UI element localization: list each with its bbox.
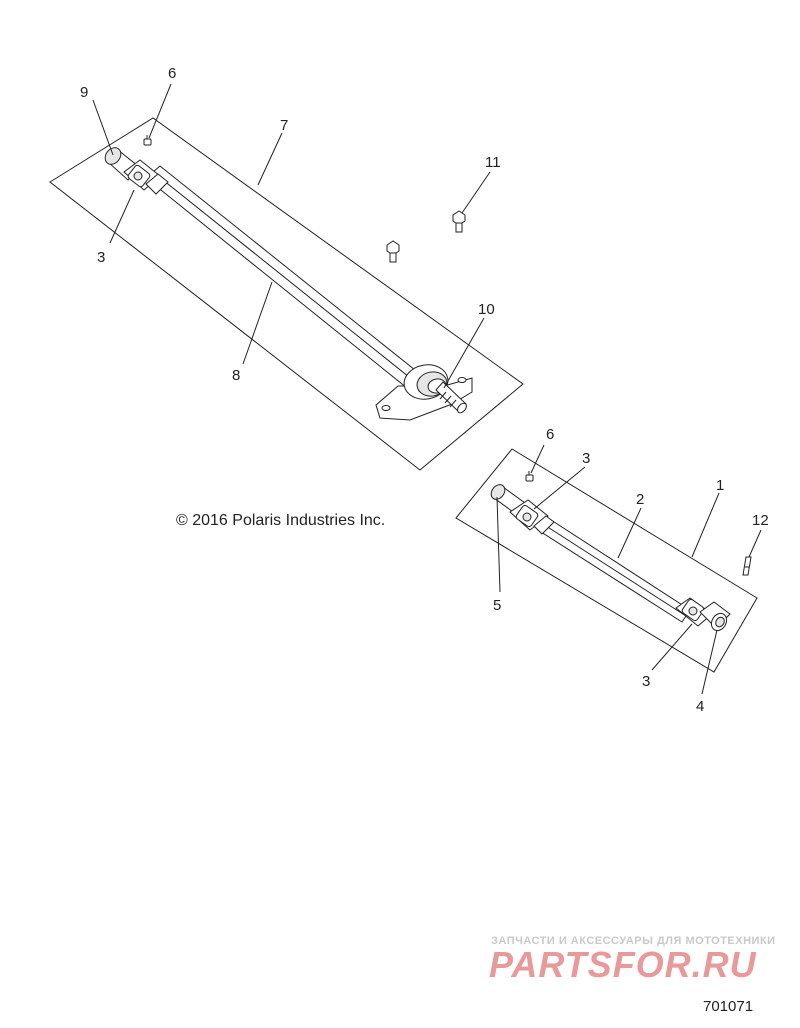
callout-12: 12 bbox=[752, 512, 769, 529]
watermark-brand: PARTSFOR.RU bbox=[489, 944, 757, 985]
leader-lines bbox=[92, 83, 762, 695]
lower-grease-fitting bbox=[525, 471, 534, 482]
roll-pin bbox=[742, 556, 752, 576]
callout-6: 6 bbox=[168, 65, 176, 82]
rear-yoke bbox=[699, 601, 731, 632]
callout-3: 3 bbox=[642, 673, 650, 690]
watermark-tagline: ЗАПЧАСТИ И АКСЕССУАРЫ ДЛЯ МОТОТЕХНИКИ bbox=[491, 935, 776, 947]
callout-1: 1 bbox=[716, 477, 724, 494]
splined-stub bbox=[435, 381, 467, 414]
upper-shaft-assembly bbox=[49, 117, 524, 471]
bearing-bolt bbox=[386, 240, 400, 263]
callout-5: 5 bbox=[493, 597, 501, 614]
callout-3: 3 bbox=[97, 249, 105, 266]
callout-10: 10 bbox=[478, 301, 495, 318]
bearing-bolt bbox=[452, 210, 466, 233]
callout-3: 3 bbox=[582, 450, 590, 467]
copyright-notice: © 2016 Polaris Industries Inc. bbox=[176, 512, 385, 529]
callout-6: 6 bbox=[546, 426, 554, 443]
callout-9: 9 bbox=[80, 84, 88, 101]
upper-grease-fitting bbox=[143, 135, 152, 146]
callouts: 9 6 7 3 11 8 10 6 3 2 1 12 5 3 4 bbox=[80, 65, 769, 715]
callout-4: 4 bbox=[696, 698, 704, 715]
upper-u-joint bbox=[123, 159, 169, 195]
callout-8: 8 bbox=[232, 367, 240, 384]
lower-shaft-assembly bbox=[455, 448, 758, 673]
diagram-number: 701071 bbox=[703, 998, 753, 1015]
upper-assembly-frame bbox=[49, 117, 524, 471]
callout-7: 7 bbox=[280, 117, 288, 134]
callout-2: 2 bbox=[636, 491, 644, 508]
lower-assembly-frame bbox=[455, 448, 758, 673]
lower-front-u-joint bbox=[509, 499, 555, 535]
callout-11: 11 bbox=[485, 154, 501, 171]
watermark: ЗАПЧАСТИ И АКСЕССУАРЫ ДЛЯ МОТОТЕХНИКИ PA… bbox=[489, 935, 776, 985]
